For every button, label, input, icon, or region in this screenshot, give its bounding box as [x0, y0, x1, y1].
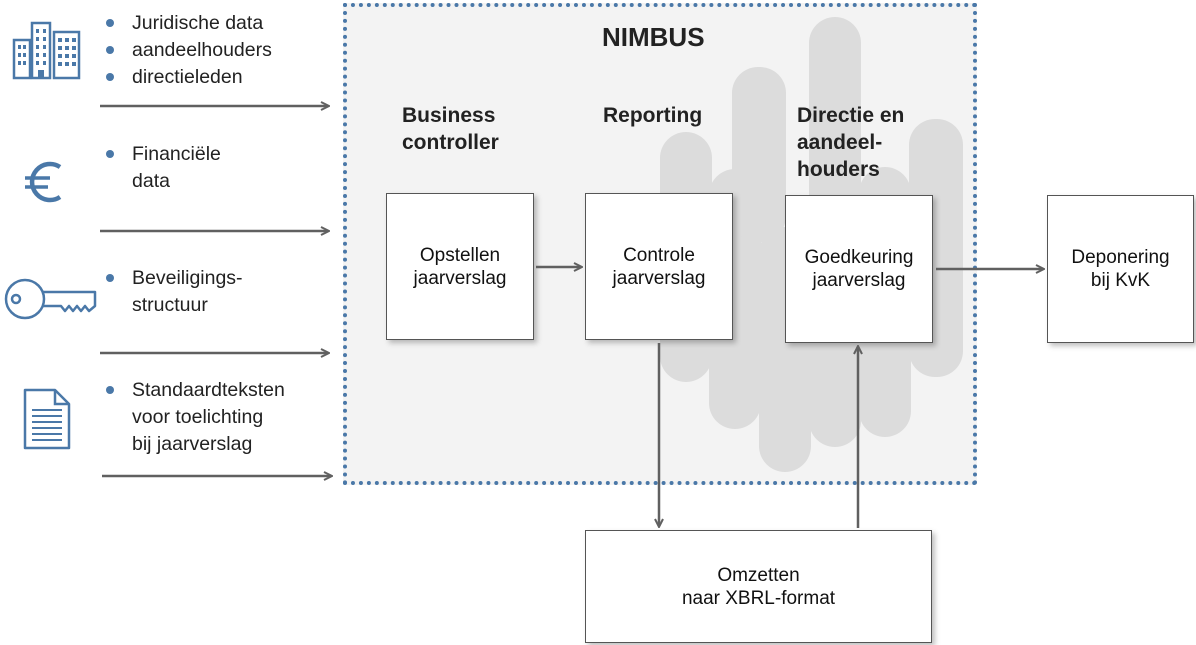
box-line: naar XBRL-format [681, 587, 836, 609]
bullet-item: Standaardteksten [100, 377, 285, 404]
bullet-dot [106, 150, 114, 158]
box-line: jaarverslag [812, 270, 906, 291]
bullet-text: Juridische data [132, 12, 264, 34]
bullet-dot [106, 274, 114, 282]
role-line: houders [797, 158, 880, 181]
box-line: jaarverslag [413, 267, 507, 289]
bullet-text: data [132, 170, 170, 192]
role-directie: Directie en aandeel- houders [797, 102, 904, 183]
bullet-item: Financiële [100, 141, 221, 168]
bullet-text: voor toelichting [132, 406, 264, 428]
box-line: Deponering [1071, 247, 1170, 268]
document-icon [23, 388, 71, 450]
buildings-icon [12, 21, 81, 80]
input-list-standaardteksten: Standaardteksten voor toelichting bij ja… [100, 377, 285, 458]
box-line: jaarverslag [612, 267, 706, 289]
bullet-text: Beveiligings- [132, 267, 243, 289]
key-icon [4, 278, 97, 320]
bullet-continuation: structuur [100, 292, 243, 319]
cloud-bar [732, 67, 786, 242]
input-list-beveiliging: Beveiligings- structuur [100, 265, 243, 319]
box-line: Omzetten [717, 564, 800, 586]
box-line: Controle [623, 244, 695, 266]
bullet-item: Beveiligings- [100, 265, 243, 292]
euro-icon [25, 161, 62, 203]
bullet-text: aandeelhouders [132, 39, 272, 61]
bullet-dot [106, 386, 114, 394]
box-line: bij KvK [1090, 270, 1151, 291]
bullet-continuation: voor toelichting [100, 404, 285, 431]
bullet-dot [106, 73, 114, 81]
bullet-dot [106, 19, 114, 27]
role-line: controller [402, 131, 499, 154]
bullet-item: aandeelhouders [100, 37, 272, 64]
bullet-text: Financiële [132, 143, 221, 165]
role-business-controller: Business controller [402, 102, 499, 156]
role-line: Reporting [603, 104, 703, 127]
input-list-juridisch: Juridische data aandeelhouders directiel… [100, 10, 272, 91]
bullet-dot [106, 46, 114, 54]
bullet-text: Standaardteksten [132, 379, 285, 401]
role-line: Directie en [797, 104, 905, 127]
role-reporting: Reporting [603, 102, 702, 129]
bullet-item: directieleden [100, 64, 272, 91]
input-list-financieel: Financiële data [100, 141, 221, 195]
bullet-continuation: bij jaarverslag [100, 431, 285, 458]
box-line: Goedkeuring [804, 247, 914, 268]
box-line: Opstellen [419, 244, 501, 266]
bullet-text: directieleden [132, 66, 243, 88]
role-line: Business [402, 104, 496, 127]
diagram-title: NIMBUS [602, 22, 705, 52]
bullet-text: structuur [132, 294, 208, 316]
role-line: aandeel- [797, 131, 883, 154]
bullet-text: bij jaarverslag [132, 433, 253, 455]
bullet-item: Juridische data [100, 10, 272, 37]
bullet-continuation: data [100, 168, 221, 195]
